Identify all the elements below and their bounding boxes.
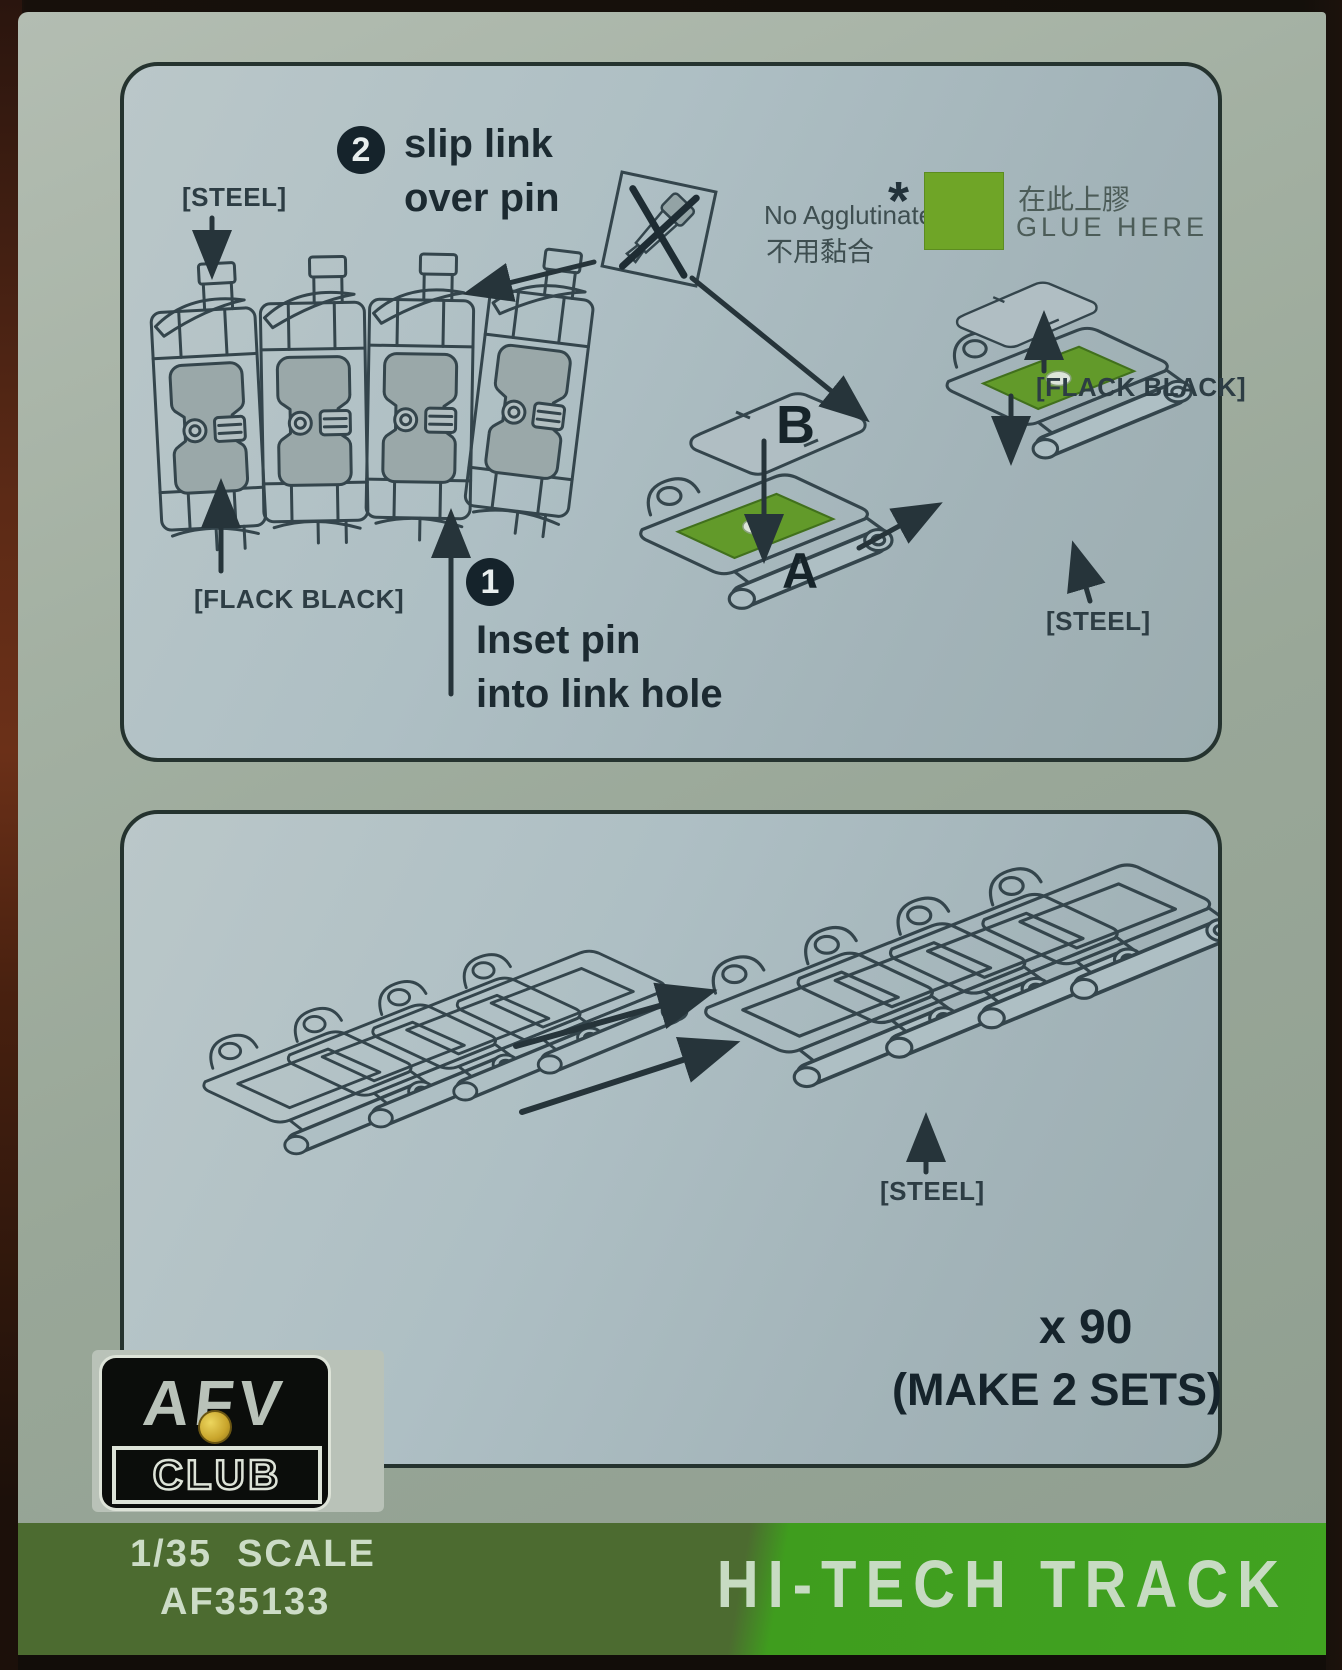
steel-right-label: [STEEL]	[1046, 606, 1151, 636]
glue-here-swatch	[924, 172, 1004, 250]
flack-black-left-label: [FLACK BLACK]	[194, 584, 405, 614]
part-a-label: A	[782, 543, 819, 599]
instruction-panel-top: [STEEL] 2 slip link over pin [FLACK BLAC…	[120, 62, 1246, 762]
step1-text-line1: Inset pin	[476, 618, 641, 662]
no-glue-pointer-arrow-icon	[689, 275, 870, 423]
step1-text-line2: into link hole	[476, 672, 723, 716]
wood-table-edge	[0, 0, 22, 1670]
hi-tech-track-banner: HI-TECH TRACK	[716, 1547, 1288, 1622]
steel-top-label: [STEEL]	[182, 182, 287, 212]
glue-here-zh-label: 在此上膠	[1018, 184, 1131, 215]
pad-outline-top-right	[955, 281, 1098, 349]
bottom-color-band: 1/35 SCALE AF35133 HI-TECH TRACK	[18, 1523, 1326, 1660]
product-code-label: AF35133	[160, 1581, 331, 1623]
steel-label: [STEEL]	[880, 1176, 985, 1206]
panel1-line-art	[146, 170, 1218, 697]
glue-asterisk: *	[888, 171, 910, 231]
panel2-line-art	[124, 814, 1218, 1175]
part-b-label: B	[776, 395, 815, 455]
make-sets-label: (MAKE 2 SETS)	[892, 1364, 1223, 1415]
assembled-track-left	[204, 951, 687, 1154]
assemble-arrow-icon	[856, 502, 943, 551]
no-glue-icon	[600, 170, 718, 288]
step2-text-line2: over pin	[404, 176, 560, 220]
slip-link-arrow-icon	[462, 259, 597, 302]
step2-text-line1: slip link	[404, 122, 553, 166]
box-bottom-edge	[18, 1655, 1326, 1670]
step2-badge: 2	[337, 126, 385, 174]
flack-black-right-label: [FLACK BLACK]	[1036, 372, 1247, 402]
logo-club-box: CLUB	[112, 1446, 322, 1504]
quantity-label: x 90	[1039, 1301, 1133, 1354]
no-agglutinate-zh-label: 不用黏合	[766, 237, 874, 267]
afv-club-logo: AFV CLUB	[102, 1358, 328, 1508]
logo-club-text: CLUB	[151, 1450, 282, 1500]
track-links-front-view	[146, 241, 602, 555]
logo-yellow-dot-icon	[198, 1410, 232, 1444]
scale-label: 1/35 SCALE	[130, 1533, 376, 1575]
steel-right-arrow-icon	[1067, 540, 1106, 604]
step1-badge: 1	[466, 558, 514, 606]
join-arrow-upper-icon	[513, 982, 718, 1049]
assembled-track-right	[706, 865, 1218, 1087]
no-agglutinate-en-label: No Agglutinate	[764, 200, 934, 230]
join-arrow-lower-icon	[519, 1036, 741, 1115]
glue-here-en-label: GLUE HERE	[1016, 212, 1209, 242]
